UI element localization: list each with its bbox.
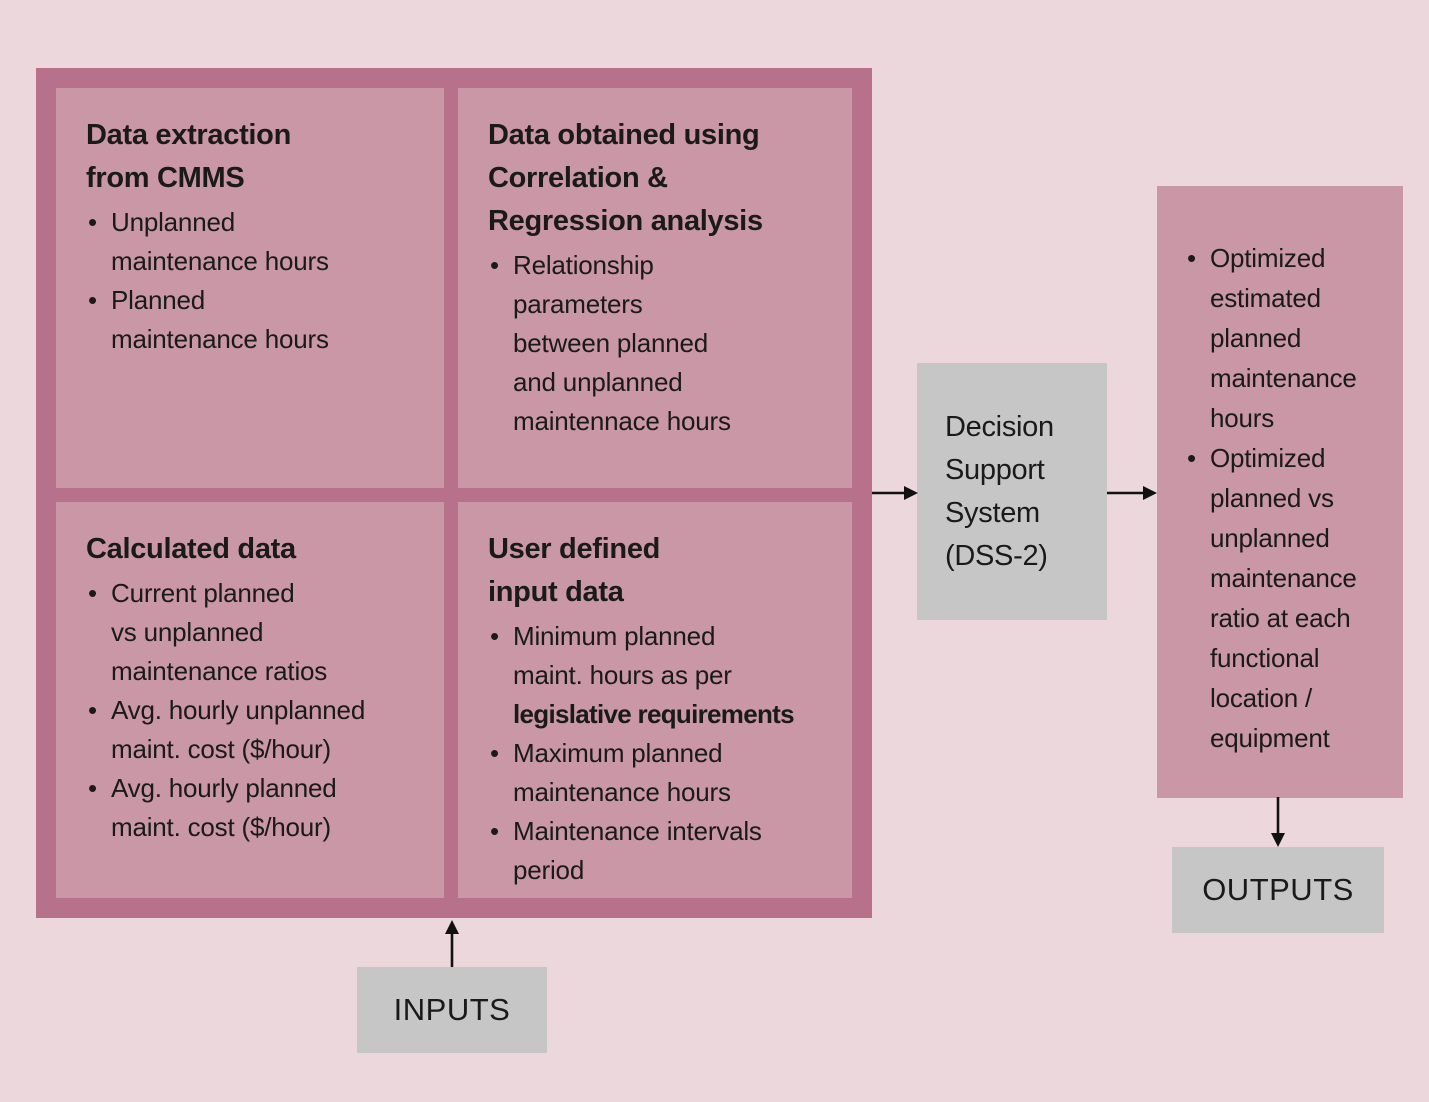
arrow-panel-to-outputs-icon <box>1271 797 1285 847</box>
bullet-item: Planned maintenance hours <box>86 281 430 359</box>
panel-title: Data obtained using Correlation & Regres… <box>488 119 763 237</box>
outputs-label: OUTPUTS <box>1202 872 1354 907</box>
panel-title: User defined input data <box>488 533 661 608</box>
arrow-inputs-to-frame-icon <box>445 920 459 967</box>
output-panel: Optimized estimated planned maintenance … <box>1157 186 1403 798</box>
bullet-text-bold: legislative requirements <box>513 699 795 729</box>
bullet-item: Relationship parameters between planned … <box>488 246 838 441</box>
bullet-text: Minimum planned maint. hours as per <box>513 621 732 690</box>
panel-user-defined-input: User defined input data Minimum planned … <box>458 502 852 898</box>
bullet-item: Unplanned maintenance hours <box>86 203 430 281</box>
bullet-list: Minimum planned maint. hours as per legi… <box>488 617 838 890</box>
bullet-list: Relationship parameters between planned … <box>488 246 838 441</box>
decision-support-system-box: Decision Support System (DSS-2) <box>917 363 1107 620</box>
bullet-item: Minimum planned maint. hours as per legi… <box>488 617 838 734</box>
bullet-list: Unplanned maintenance hours Planned main… <box>86 203 430 359</box>
outputs-box: OUTPUTS <box>1172 847 1384 933</box>
bullet-item: Avg. hourly unplanned maint. cost ($/hou… <box>86 691 430 769</box>
inputs-box: INPUTS <box>357 967 547 1053</box>
arrow-frame-to-dss-icon <box>872 486 918 500</box>
bullet-item: Current planned vs unplanned maintenance… <box>86 574 430 691</box>
arrow-dss-to-output-icon <box>1107 486 1157 500</box>
bullet-item: Avg. hourly planned maint. cost ($/hour) <box>86 769 430 847</box>
bullet-item: Maintenance intervals period <box>488 812 838 890</box>
bullet-item: Optimized planned vs unplanned maintenan… <box>1185 438 1393 758</box>
bullet-item: Maximum planned maintenance hours <box>488 734 838 812</box>
dss-label: Decision Support System (DSS-2) <box>945 410 1054 572</box>
panel-data-extraction: Data extraction from CMMS Unplanned main… <box>56 88 444 488</box>
inputs-frame: Data extraction from CMMS Unplanned main… <box>36 68 872 918</box>
panel-calculated-data: Calculated data Current planned vs unpla… <box>56 502 444 898</box>
bullet-list: Optimized estimated planned maintenance … <box>1185 238 1393 758</box>
bullet-item: Optimized estimated planned maintenance … <box>1185 238 1393 438</box>
panel-title: Data extraction from CMMS <box>86 119 292 194</box>
inputs-label: INPUTS <box>393 992 511 1027</box>
bullet-list: Current planned vs unplanned maintenance… <box>86 574 430 847</box>
panel-title: Calculated data <box>86 533 296 565</box>
panel-correlation-regression: Data obtained using Correlation & Regres… <box>458 88 852 488</box>
